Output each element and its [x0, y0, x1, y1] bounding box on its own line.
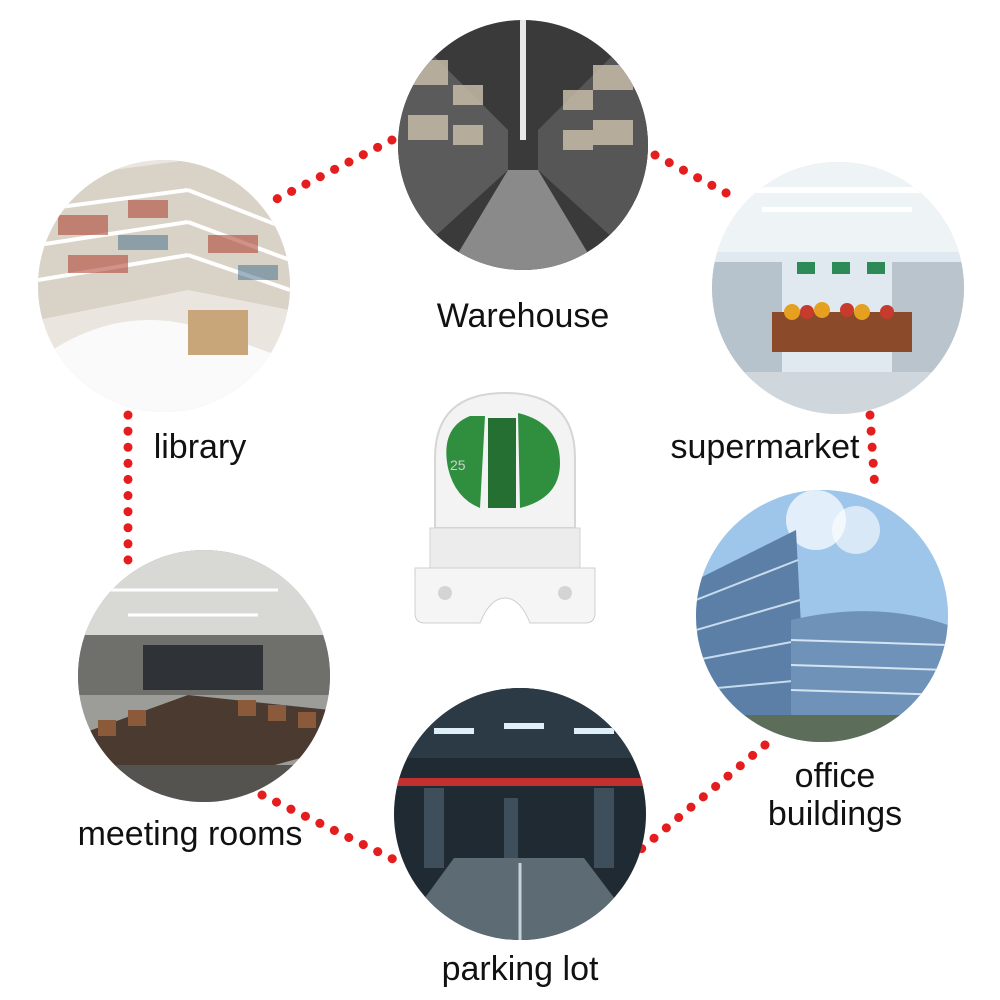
- office-buildings-photo: [696, 490, 948, 742]
- parking-lot-photo: [394, 688, 646, 940]
- supermarket-label: supermarket: [670, 428, 860, 466]
- supermarket-photo: [712, 162, 964, 414]
- warehouse-label: Warehouse: [436, 297, 610, 335]
- lamp-socket-product: 25: [414, 391, 596, 624]
- library-photo: [38, 160, 290, 412]
- connector-supermarket-office: [865, 410, 880, 495]
- meeting-rooms-label: meeting rooms: [77, 815, 303, 853]
- library-label: library: [153, 428, 247, 466]
- green-rotor-right: [518, 413, 560, 508]
- warehouse-photo: [398, 20, 648, 270]
- connector-office-parking: [635, 740, 770, 855]
- connector-warehouse-library: [260, 135, 397, 210]
- mount-hole-left: [438, 586, 452, 600]
- connector-meeting-parking: [257, 790, 410, 870]
- mount-hole-right: [558, 586, 572, 600]
- meeting-rooms-photo: [78, 550, 330, 802]
- connector-warehouse-supermarket: [650, 150, 735, 200]
- parking-lot-label: parking lot: [441, 950, 599, 988]
- office-buildings-label-text: office buildings: [767, 757, 903, 833]
- office-buildings-label: office buildings: [740, 757, 930, 833]
- green-rotor-left: [446, 416, 485, 508]
- socket-marking: 25: [450, 457, 466, 473]
